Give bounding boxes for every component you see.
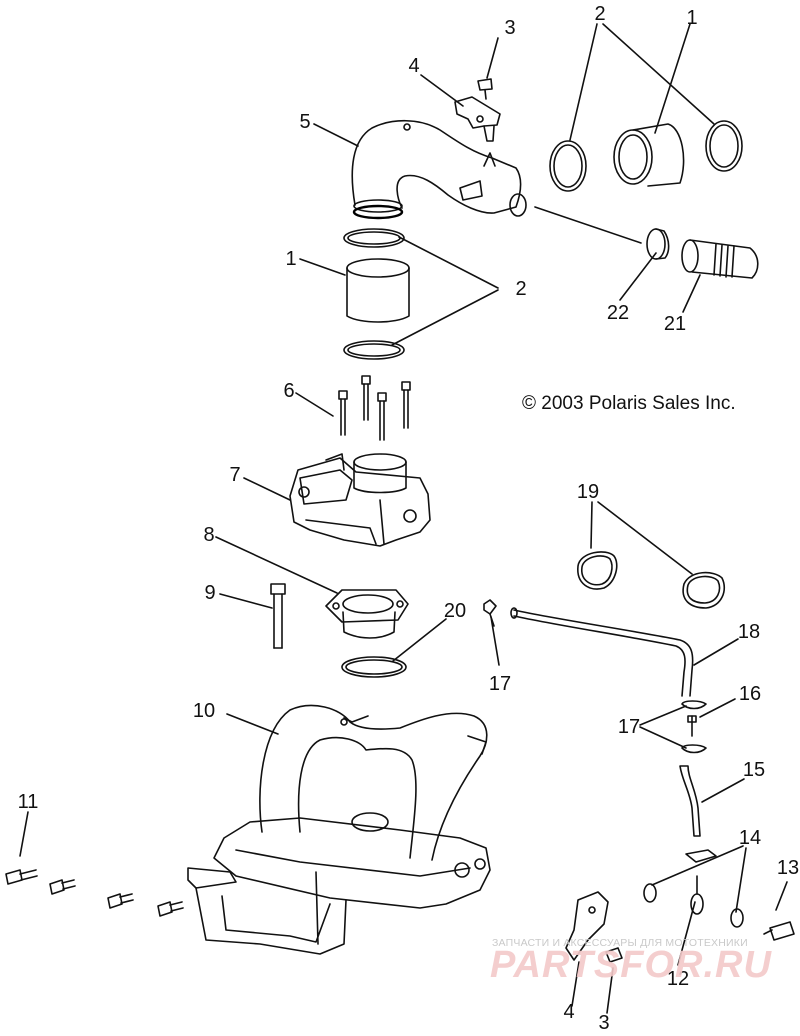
callout: 11 bbox=[18, 791, 39, 813]
screw-16 bbox=[687, 715, 697, 737]
watermark-caption: ЗАПЧАСТИ И АКСЕССУАРЫ ДЛЯ МОТОТЕХНИКИ bbox=[492, 937, 748, 949]
ring-19-right bbox=[682, 571, 726, 609]
callout: 18 bbox=[738, 621, 760, 643]
callout: 4 bbox=[563, 1001, 574, 1023]
callout: 14 bbox=[739, 827, 761, 849]
sleeve-mid bbox=[346, 258, 410, 323]
callout: 17 bbox=[618, 716, 640, 738]
screw-top bbox=[477, 78, 493, 100]
callout: 22 bbox=[607, 302, 629, 324]
callout: 12 bbox=[667, 968, 689, 990]
ring-top-left bbox=[549, 140, 587, 192]
clamps-17 bbox=[681, 700, 707, 754]
screw-bottom bbox=[605, 947, 623, 963]
washer-14-right bbox=[730, 908, 744, 928]
ring-top-right bbox=[705, 120, 743, 172]
callout: 2 bbox=[594, 3, 605, 25]
bolts-11 bbox=[5, 869, 184, 917]
flange-8 bbox=[325, 589, 409, 639]
watermark-brand: PARTSFOR.RU bbox=[490, 944, 772, 986]
leader-lines bbox=[19, 23, 788, 1014]
fitting-12 bbox=[690, 875, 704, 915]
callout: 4 bbox=[408, 55, 419, 77]
callout: 13 bbox=[777, 857, 799, 879]
callout: 8 bbox=[203, 524, 214, 546]
callout: 3 bbox=[504, 17, 515, 39]
callout: 15 bbox=[743, 759, 765, 781]
callout: 1 bbox=[285, 248, 296, 270]
ring-mid-top bbox=[343, 228, 405, 248]
bolts-6 bbox=[338, 375, 411, 441]
ring-20 bbox=[341, 656, 407, 678]
callout: 16 bbox=[739, 683, 761, 705]
hose-15 bbox=[679, 765, 717, 863]
callout: 17 bbox=[489, 673, 511, 695]
tube-21 bbox=[681, 239, 759, 279]
callout: 9 bbox=[204, 582, 215, 604]
callout: 19 bbox=[577, 481, 599, 503]
washer-14-left bbox=[643, 883, 657, 903]
ring-19-left bbox=[577, 551, 618, 590]
callout: 20 bbox=[444, 600, 466, 622]
throttle-body bbox=[289, 453, 431, 547]
sleeve-22 bbox=[646, 228, 670, 260]
callout: 21 bbox=[664, 313, 686, 335]
hose-elbow bbox=[351, 119, 527, 220]
callout: 2 bbox=[515, 278, 526, 300]
callout: 6 bbox=[283, 380, 294, 402]
tube-18 bbox=[510, 607, 694, 697]
callout: 5 bbox=[299, 111, 310, 133]
callout: 3 bbox=[598, 1012, 609, 1031]
bolt-13 bbox=[763, 921, 795, 941]
ring-mid-bottom bbox=[343, 340, 405, 360]
intake-manifold bbox=[187, 704, 491, 955]
callouts: 3 2 1 4 5 1 2 22 21 6 7 19 8 9 20 17 18 … bbox=[18, 3, 800, 1034]
callout: 7 bbox=[229, 464, 240, 486]
clamp-17-upper bbox=[483, 599, 497, 627]
callout: 10 bbox=[193, 700, 215, 722]
sensor-top bbox=[454, 96, 501, 142]
bolt-9 bbox=[270, 583, 286, 649]
callout: 1 bbox=[686, 7, 697, 29]
sensor-bottom bbox=[565, 891, 609, 961]
sleeve-top bbox=[613, 123, 685, 187]
copyright-notice: © 2003 Polaris Sales Inc. bbox=[522, 393, 736, 414]
